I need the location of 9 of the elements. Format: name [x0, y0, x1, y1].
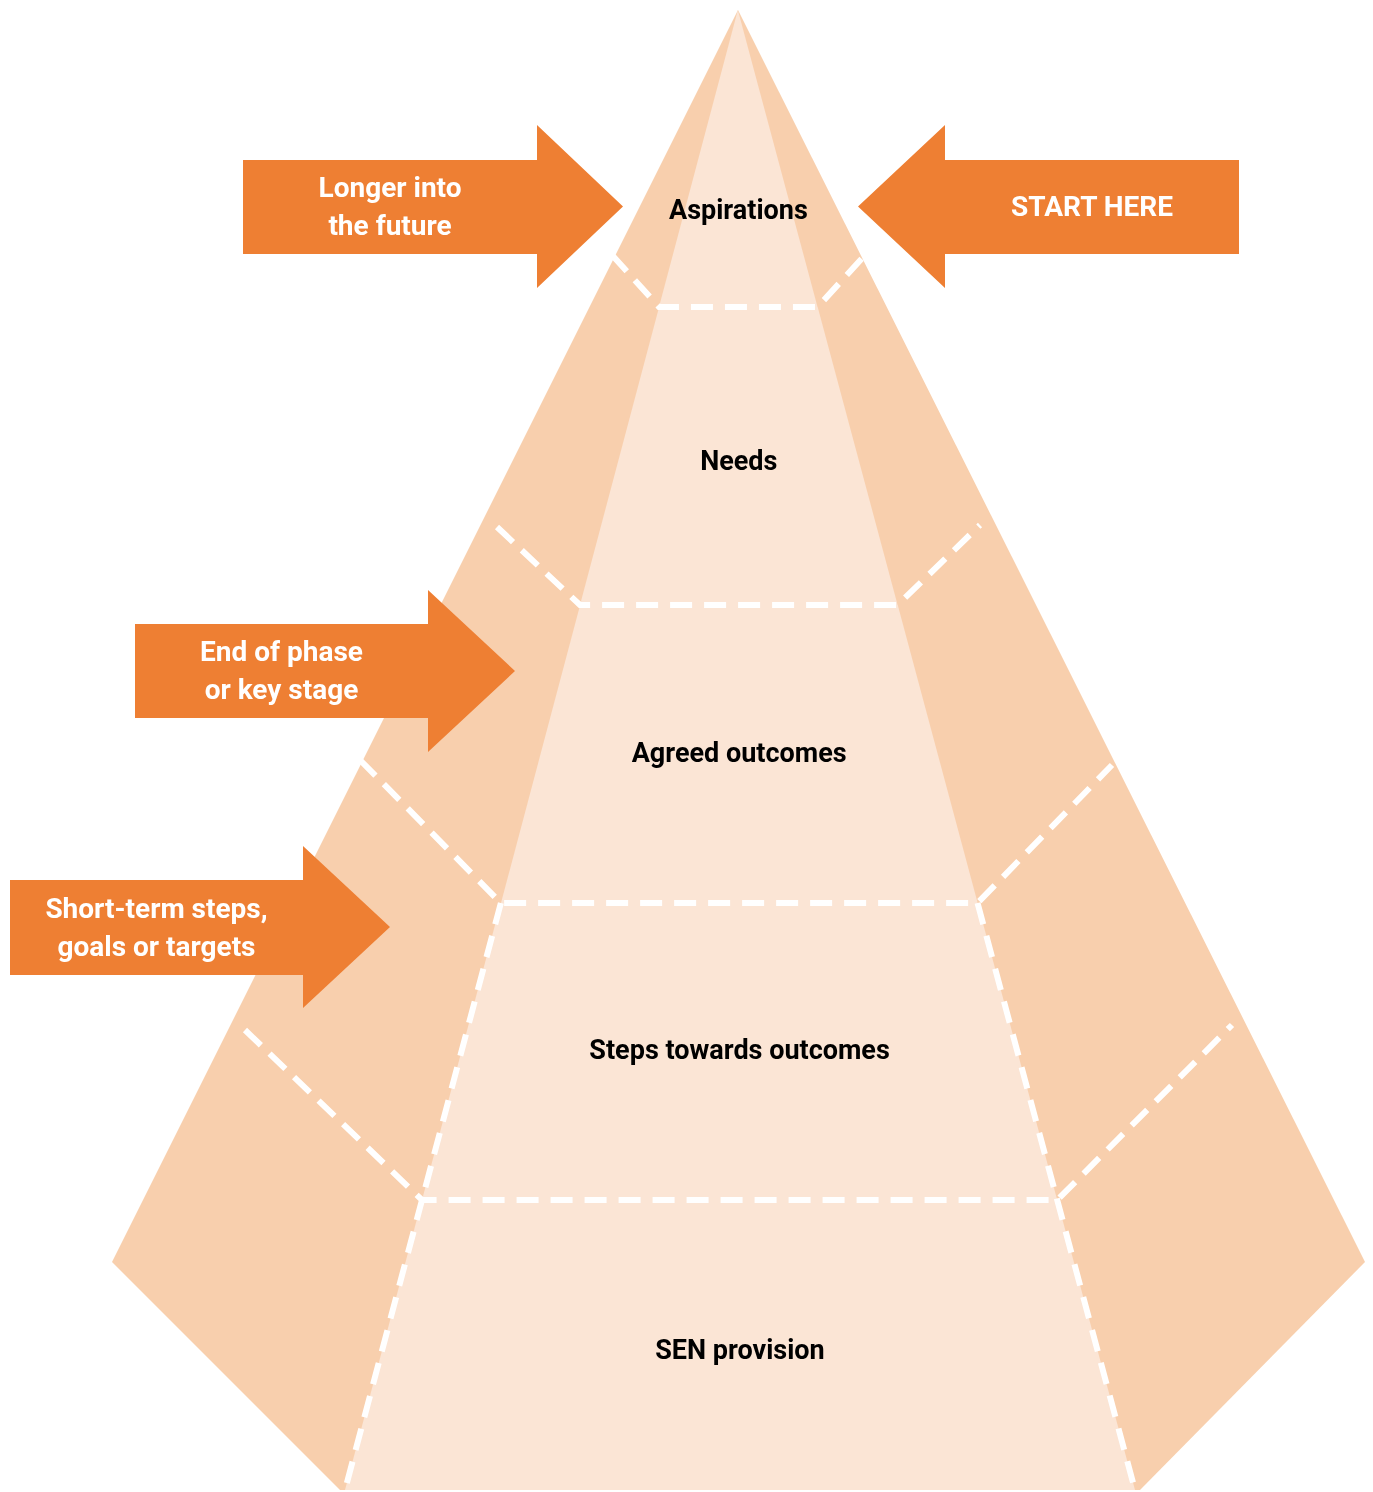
arrow-label: Longer into the future: [317, 170, 463, 244]
layer-label: Aspirations: [669, 193, 808, 228]
arrow-label: Short-term steps, goals or targets: [44, 890, 269, 965]
layer-label: Agreed outcomes: [631, 736, 847, 771]
layer-label: Needs: [700, 444, 778, 479]
layer-label: Steps towards outcomes: [589, 1033, 890, 1068]
arrow-label: End of phase or key stage: [199, 634, 364, 708]
layer-label: SEN provision: [655, 1333, 825, 1368]
arrow-label: START HERE: [1010, 189, 1174, 225]
